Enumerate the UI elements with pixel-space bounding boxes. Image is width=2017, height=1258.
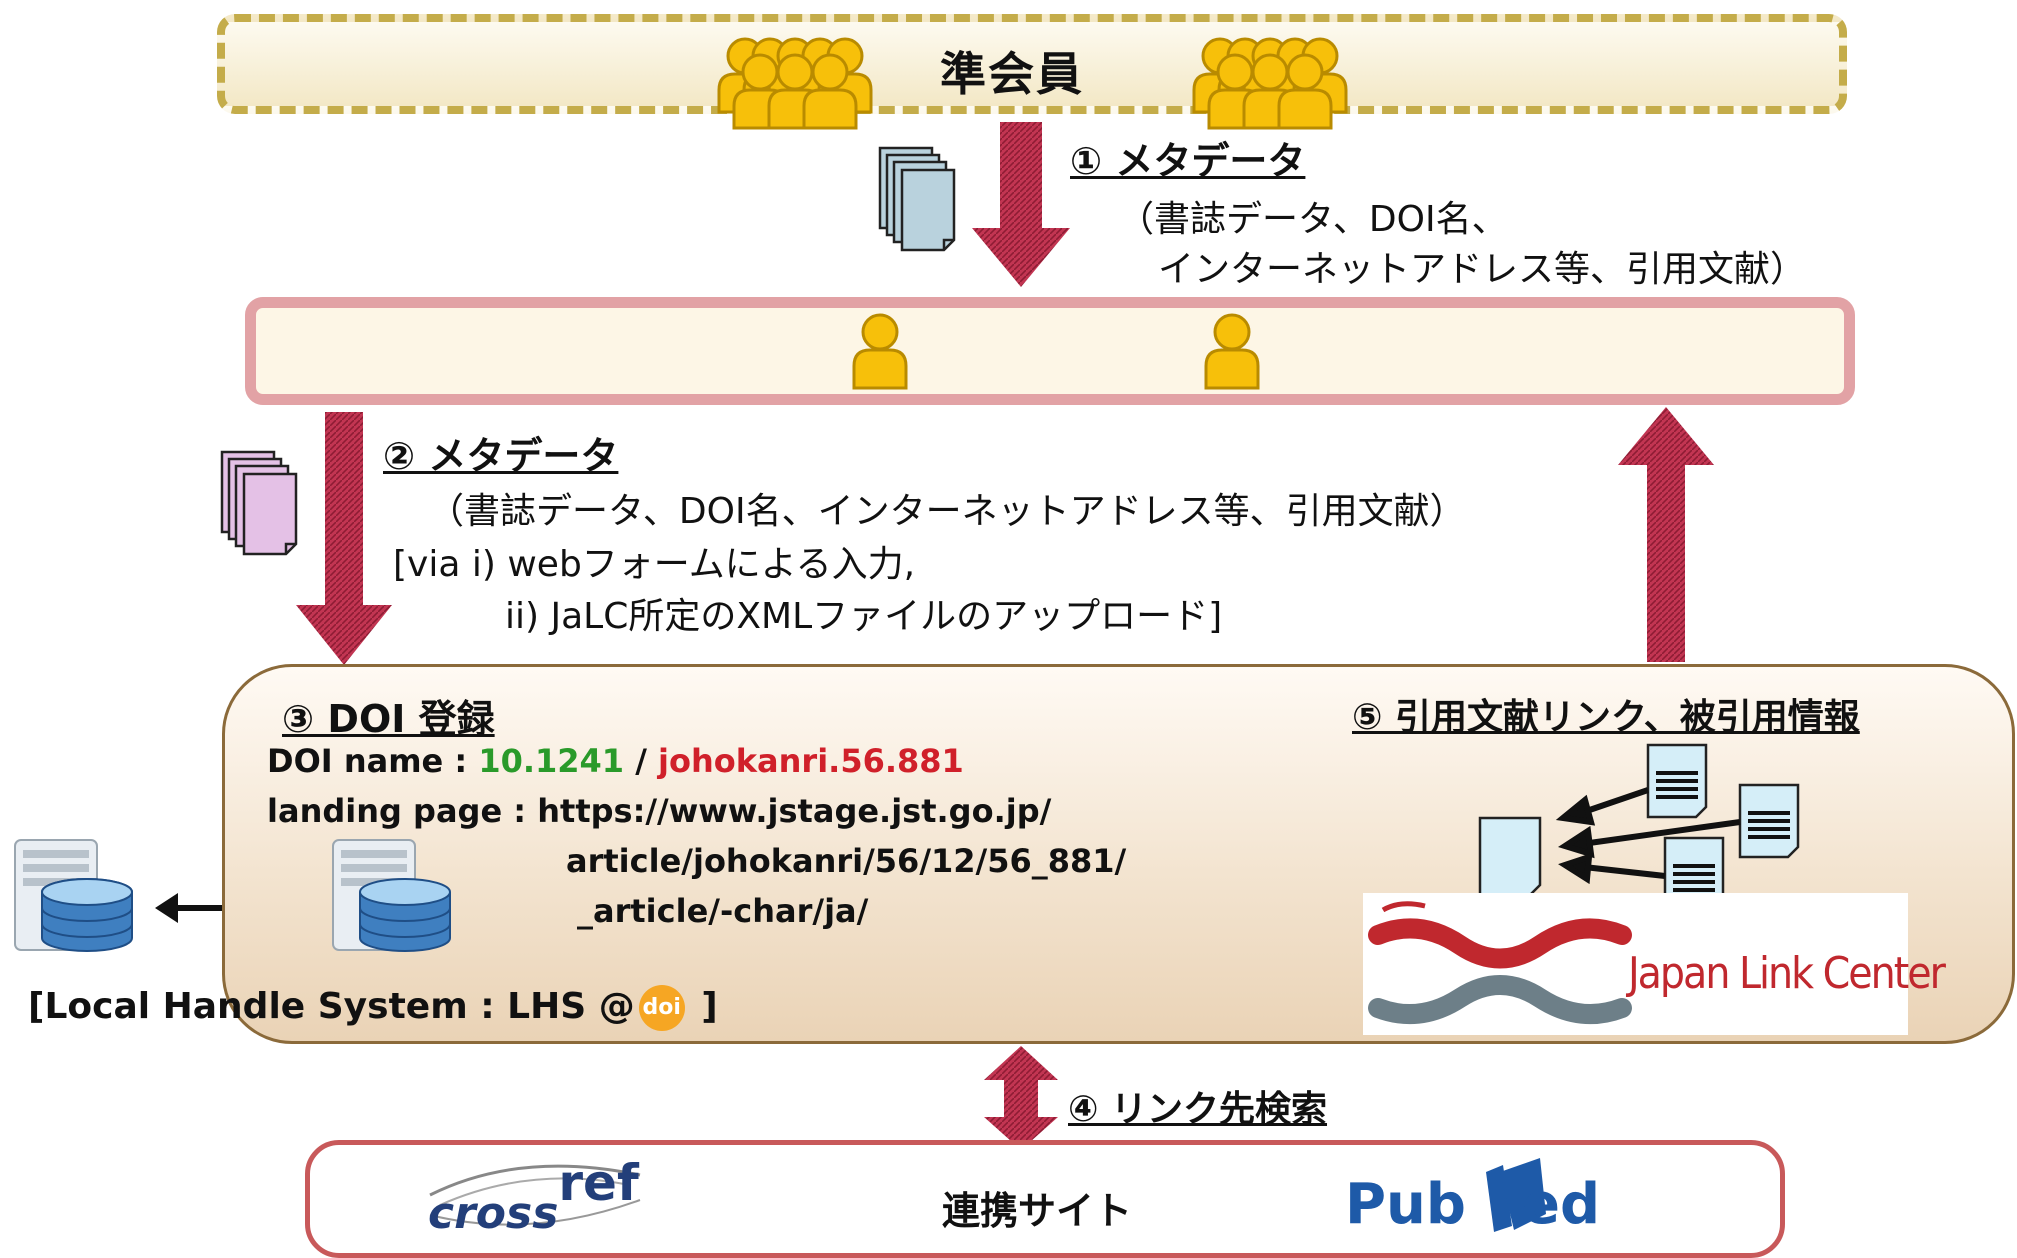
metadata-docs-blue-icon	[878, 146, 956, 252]
pubmed-logo-text-b: ed	[1522, 1172, 1601, 1237]
step2-heading: ② メタデータ	[383, 434, 619, 478]
step1-detail-line2: インターネットアドレス等、引用文献）	[1158, 249, 1807, 290]
pubmed-logo-text-a: Pub	[1345, 1172, 1466, 1237]
arrow-1-down-icon	[972, 122, 1070, 287]
crossref-logo: crossref	[428, 1154, 639, 1240]
lhs-close: ]	[688, 986, 718, 1027]
doi-suffix: johokanri.56.881	[658, 742, 964, 780]
associate-member-title: 準会員	[940, 47, 1084, 101]
landing-page-line2: article/johokanri/56/12/56_881/	[566, 842, 1127, 880]
local-server-icon	[14, 839, 133, 952]
doi-name-label: DOI name :	[267, 742, 479, 780]
step5-heading: ⑤ 引用文献リンク、被引用情報	[1352, 697, 1860, 738]
doi-badge-icon: doi	[638, 985, 685, 1031]
associate-member-box	[217, 14, 1847, 114]
arrow-2-down-icon	[296, 412, 392, 665]
local-handle-system-label: [Local Handle System : LHS @doi ]	[28, 985, 718, 1031]
step1-heading: ① メタデータ	[1070, 139, 1306, 183]
step2-detail-line2: [via i) webフォームによる入力,	[393, 544, 916, 585]
step3-heading: ③ DOI 登録	[282, 697, 495, 741]
landing-page-line3: _article/-char/ja/	[577, 892, 869, 930]
step2-detail-line3: ii) JaLC所定のXMLファイルのアップロード]	[505, 596, 1223, 637]
crossref-logo-text: cross	[428, 1188, 559, 1239]
doi-prefix: 10.1241	[478, 742, 625, 780]
user-member-box	[245, 297, 1855, 405]
crossref-logo-sup: ref	[558, 1154, 639, 1212]
step1-detail-line1: （書誌データ、DOI名、	[1118, 199, 1508, 240]
landing-page-line1: landing page : https://www.jstage.jst.go…	[267, 792, 1052, 830]
arrow-4-updown-icon	[984, 1046, 1058, 1150]
metadata-docs-pink-icon	[220, 450, 298, 556]
doi-separator: /	[624, 742, 659, 780]
doi-name-line: DOI name : 10.1241 / johokanri.56.881	[267, 742, 964, 780]
step2-detail-line1: （書誌データ、DOI名、インターネットアドレス等、引用文献）	[428, 491, 1466, 532]
jalc-logo-text: Japan Link Center	[1628, 948, 1946, 999]
arrow-5-up-icon	[1618, 407, 1714, 662]
partner-sites-title: 連携サイト	[942, 1189, 1133, 1233]
lhs-label-text: [Local Handle System : LHS @	[28, 986, 635, 1027]
step4-heading: ④ リンク先検索	[1068, 1089, 1328, 1130]
